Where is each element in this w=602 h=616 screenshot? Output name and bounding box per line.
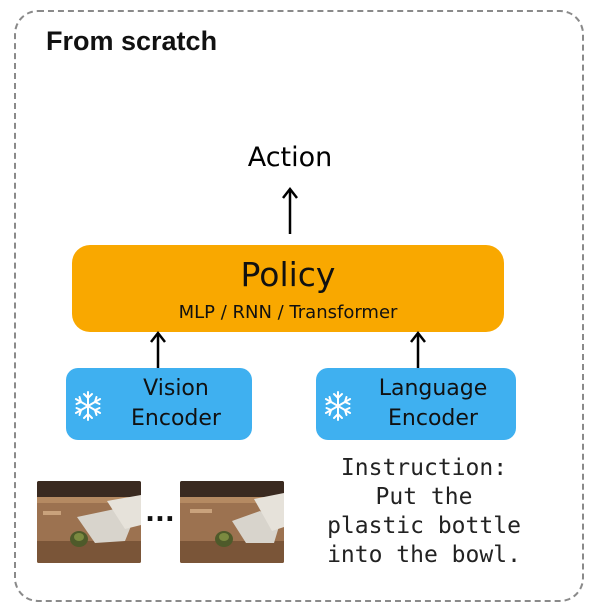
robot-frame-image — [37, 481, 141, 563]
arrow-up-icon — [410, 330, 426, 368]
vision-encoder-line1: Vision — [143, 376, 209, 401]
policy-title: Policy — [240, 255, 336, 294]
arrow-up-icon — [282, 186, 298, 234]
vision-encoder-line2: Encoder — [131, 406, 221, 431]
robot-frame-image — [180, 481, 284, 563]
snowflake-icon — [74, 391, 102, 421]
vision-encoder-label: Vision Encoder — [104, 374, 248, 434]
policy-subtitle: MLP / RNN / Transformer — [178, 302, 398, 323]
action-label: Action — [247, 142, 333, 173]
snowflake-icon — [324, 391, 352, 421]
instruction-line: Instruction: — [340, 455, 508, 481]
frames-ellipsis: ... — [145, 498, 175, 528]
vision-encoder-box: Vision Encoder — [66, 368, 252, 440]
instruction-text: Instruction: Put the plastic bottle into… — [300, 454, 548, 570]
instruction-line: Put the — [375, 484, 473, 510]
policy-box: Policy MLP / RNN / Transformer — [72, 245, 504, 332]
language-encoder-box: Language Encoder — [316, 368, 516, 440]
language-encoder-line1: Language — [378, 376, 488, 401]
language-encoder-label: Language Encoder — [354, 374, 512, 434]
language-encoder-line2: Encoder — [388, 406, 478, 431]
arrow-up-icon — [150, 330, 166, 368]
instruction-line: plastic bottle — [327, 513, 521, 539]
panel-title: From scratch — [46, 26, 218, 56]
instruction-line: into the bowl. — [327, 542, 521, 568]
